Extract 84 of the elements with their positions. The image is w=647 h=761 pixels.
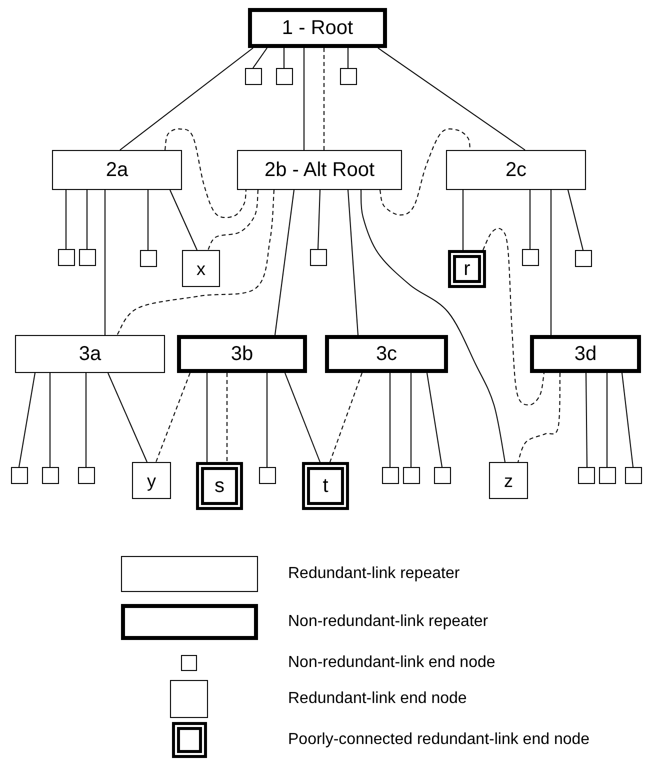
node-label: 3c [376,344,398,364]
repeater-box [325,335,448,373]
end-node-square [382,467,399,484]
link-line [274,190,294,336]
dashed-link [482,228,544,406]
end-node-box [489,462,528,499]
end-node-square [625,467,642,484]
end-node-square [403,467,420,484]
node-label: 3b [230,344,254,364]
node-label: r [464,259,470,279]
end-node-square [522,249,539,266]
legend-text: Poorly-connected redundant-link end node [288,731,590,749]
end-node-square [259,467,276,484]
link-line [86,190,88,250]
link-line [108,372,148,462]
link-line [104,190,106,336]
link-line [606,372,608,468]
node-label: t [322,476,328,496]
repeater-box [248,8,387,48]
legend-text: Non-redundant-link end node [288,654,496,672]
end-node-square [578,467,595,484]
end-node-square [79,249,96,266]
end-node-square [276,68,293,85]
node-label: 3d [574,344,597,364]
end-node-square [340,68,357,85]
repeater-box [237,150,402,190]
link-line [252,48,268,68]
link-line [462,190,464,250]
dashed-link [164,128,246,218]
link-line [120,48,254,150]
link-line [266,372,268,468]
dashed-link [116,190,274,336]
end-node-box [196,462,243,510]
link-line [622,372,634,468]
node-label: x [196,260,206,278]
repeater-box [446,150,586,190]
node-label: s [214,476,224,496]
end-node-box [132,462,171,499]
end-node-square [599,467,616,484]
link-line [410,372,412,468]
legend-text: Redundant-link end node [288,690,467,708]
node-label: y [147,472,156,490]
end-node-box [302,462,349,510]
dashed-link [330,372,362,462]
link-line [568,190,584,250]
end-node-square [11,467,28,484]
link-line [284,372,320,462]
end-node-square [42,467,59,484]
end-node-square [140,250,157,267]
end-node-square [245,68,262,85]
node-label: 2a [106,160,128,180]
link-line [348,190,358,336]
repeater-box [15,335,165,373]
end-node-square [78,467,95,484]
node-label: z [504,472,513,490]
link-line [18,372,36,468]
repeater-box [530,335,641,373]
end-node-box [182,250,220,287]
node-label: 1 - Root [282,18,354,38]
repeater-box [177,335,307,373]
legend-text: Non-redundant-link repeater [288,613,488,631]
repeater-box [52,150,182,190]
dashed-link [156,372,190,462]
link-line [206,372,208,462]
node-label: 2c [505,160,527,180]
dashed-link [518,372,560,462]
node-label: 2b - Alt Root [264,160,375,180]
end-node-square [434,467,451,484]
node-label: 3a [78,344,102,364]
dashed-link [380,128,470,216]
end-node-square [58,249,75,266]
link-line [360,190,506,462]
legend-text: Redundant-link repeater [288,565,460,583]
dashed-link [208,190,258,250]
end-node-box [448,250,486,288]
link-line [378,48,526,150]
link-line [586,372,588,468]
link-line [318,190,320,250]
end-node-square [575,250,592,267]
link-line [170,190,198,250]
end-node-square [310,249,327,266]
dashed-link [226,372,228,462]
link-line [426,372,442,468]
link-line [550,190,552,336]
